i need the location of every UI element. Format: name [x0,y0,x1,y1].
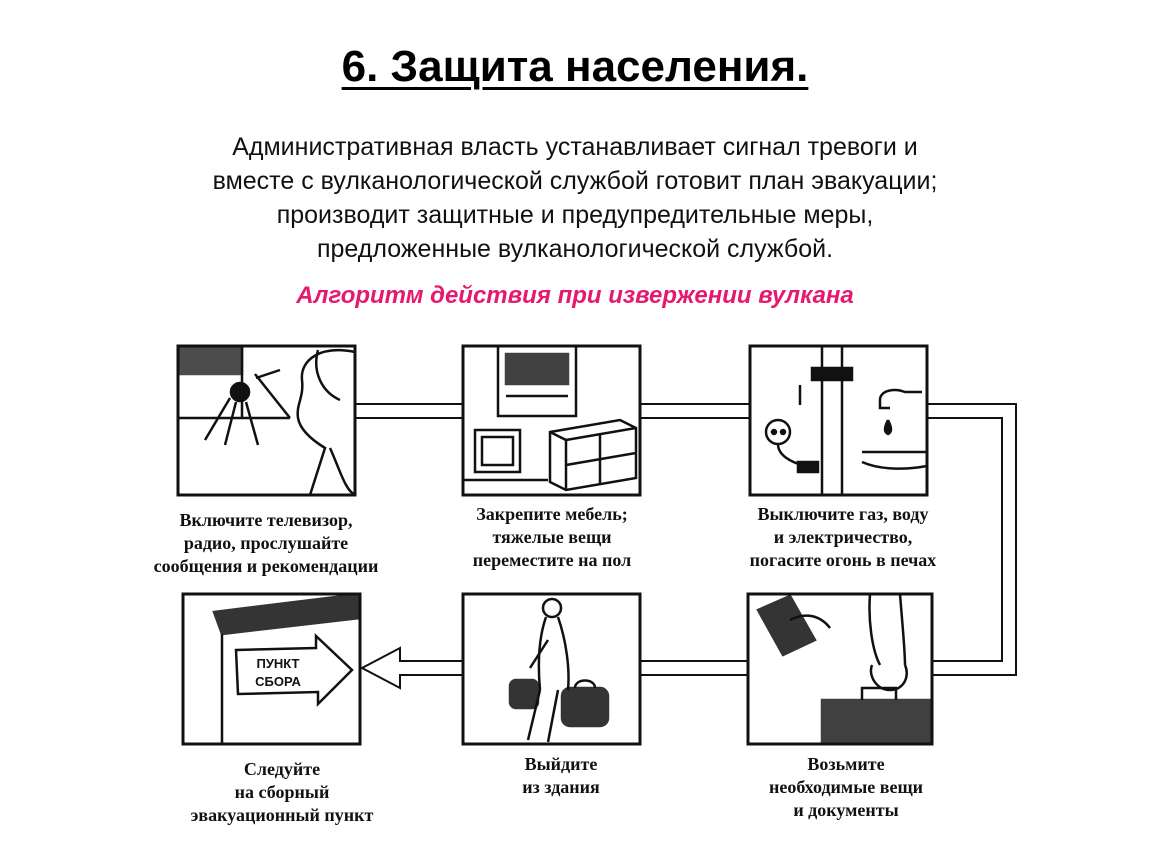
step-1-panel: Включите телевизор, радио, прослушайте с… [154,344,379,576]
step-3-caption-line: и электричество, [774,527,913,547]
step-2-caption-line: Закрепите мебель; [476,504,628,524]
furniture-boxes-icon [463,344,638,492]
step-4-caption-line: необходимые вещи [769,777,923,797]
intro-paragraph: Административная власть устанавливает си… [0,130,1150,266]
connector-4-5 [640,660,748,676]
briefcase-documents-icon [756,593,934,746]
step-5-panel: Выйдите из здания [461,592,642,797]
sign-text-line: СБОРА [255,674,301,689]
step-2-panel: Закрепите мебель; тяжелые вещи перемести… [461,344,642,570]
connector-5-6-arrow [359,646,463,690]
step-4-panel: Возьмите необходимые вещи и документы [746,592,934,820]
step-2-caption-line: тяжелые вещи [492,527,611,547]
step-4-caption-line: и документы [793,800,898,820]
step-6-panel: ПУНКТ СБОРА Следуйте на сборный эвакуаци… [181,592,374,825]
step-1-caption-line: радио, прослушайте [184,533,348,553]
step-1-caption-line: Включите телевизор, [179,510,352,530]
step-3-caption-line: погасите огонь в печах [750,550,937,570]
paragraph-line: Административная власть устанавливает си… [232,133,918,161]
person-leaving-icon [508,597,610,743]
algorithm-heading: Алгоритм действия при извержении вулкана [296,282,854,309]
flow-connectors [355,403,1017,690]
tv-radio-listener-icon [176,344,356,497]
connector-2-3 [640,403,750,419]
paragraph-line: производит защитные и предупредительные … [276,201,874,229]
step-3-panel: Выключите газ, воду и электричество, пог… [748,344,937,570]
utilities-shutoff-icon [764,346,928,495]
connector-3-4 [927,403,1017,676]
step-6-caption-line: Следуйте [244,759,320,779]
connector-1-2 [355,403,463,419]
step-1-caption-line: сообщения и рекомендации [154,556,379,576]
paragraph-line: предложенные вулканологической службой. [316,235,834,263]
step-5-caption-line: из здания [522,777,600,797]
step-2-caption-line: переместите на пол [473,550,631,570]
sign-text-line: ПУНКТ [256,656,299,671]
step-3-caption-line: Выключите газ, воду [757,504,928,524]
step-6-caption-line: на сборный [235,782,330,802]
paragraph-line: вместе с вулканологической службой готов… [212,167,938,195]
step-4-caption-line: Возьмите [807,754,884,774]
step-6-caption-line: эвакуационный пункт [191,805,374,825]
page-title: 6. Защита населения. [341,42,809,91]
assembly-point-sign-icon: ПУНКТ СБОРА [212,592,362,744]
step-5-caption-line: Выйдите [525,754,598,774]
